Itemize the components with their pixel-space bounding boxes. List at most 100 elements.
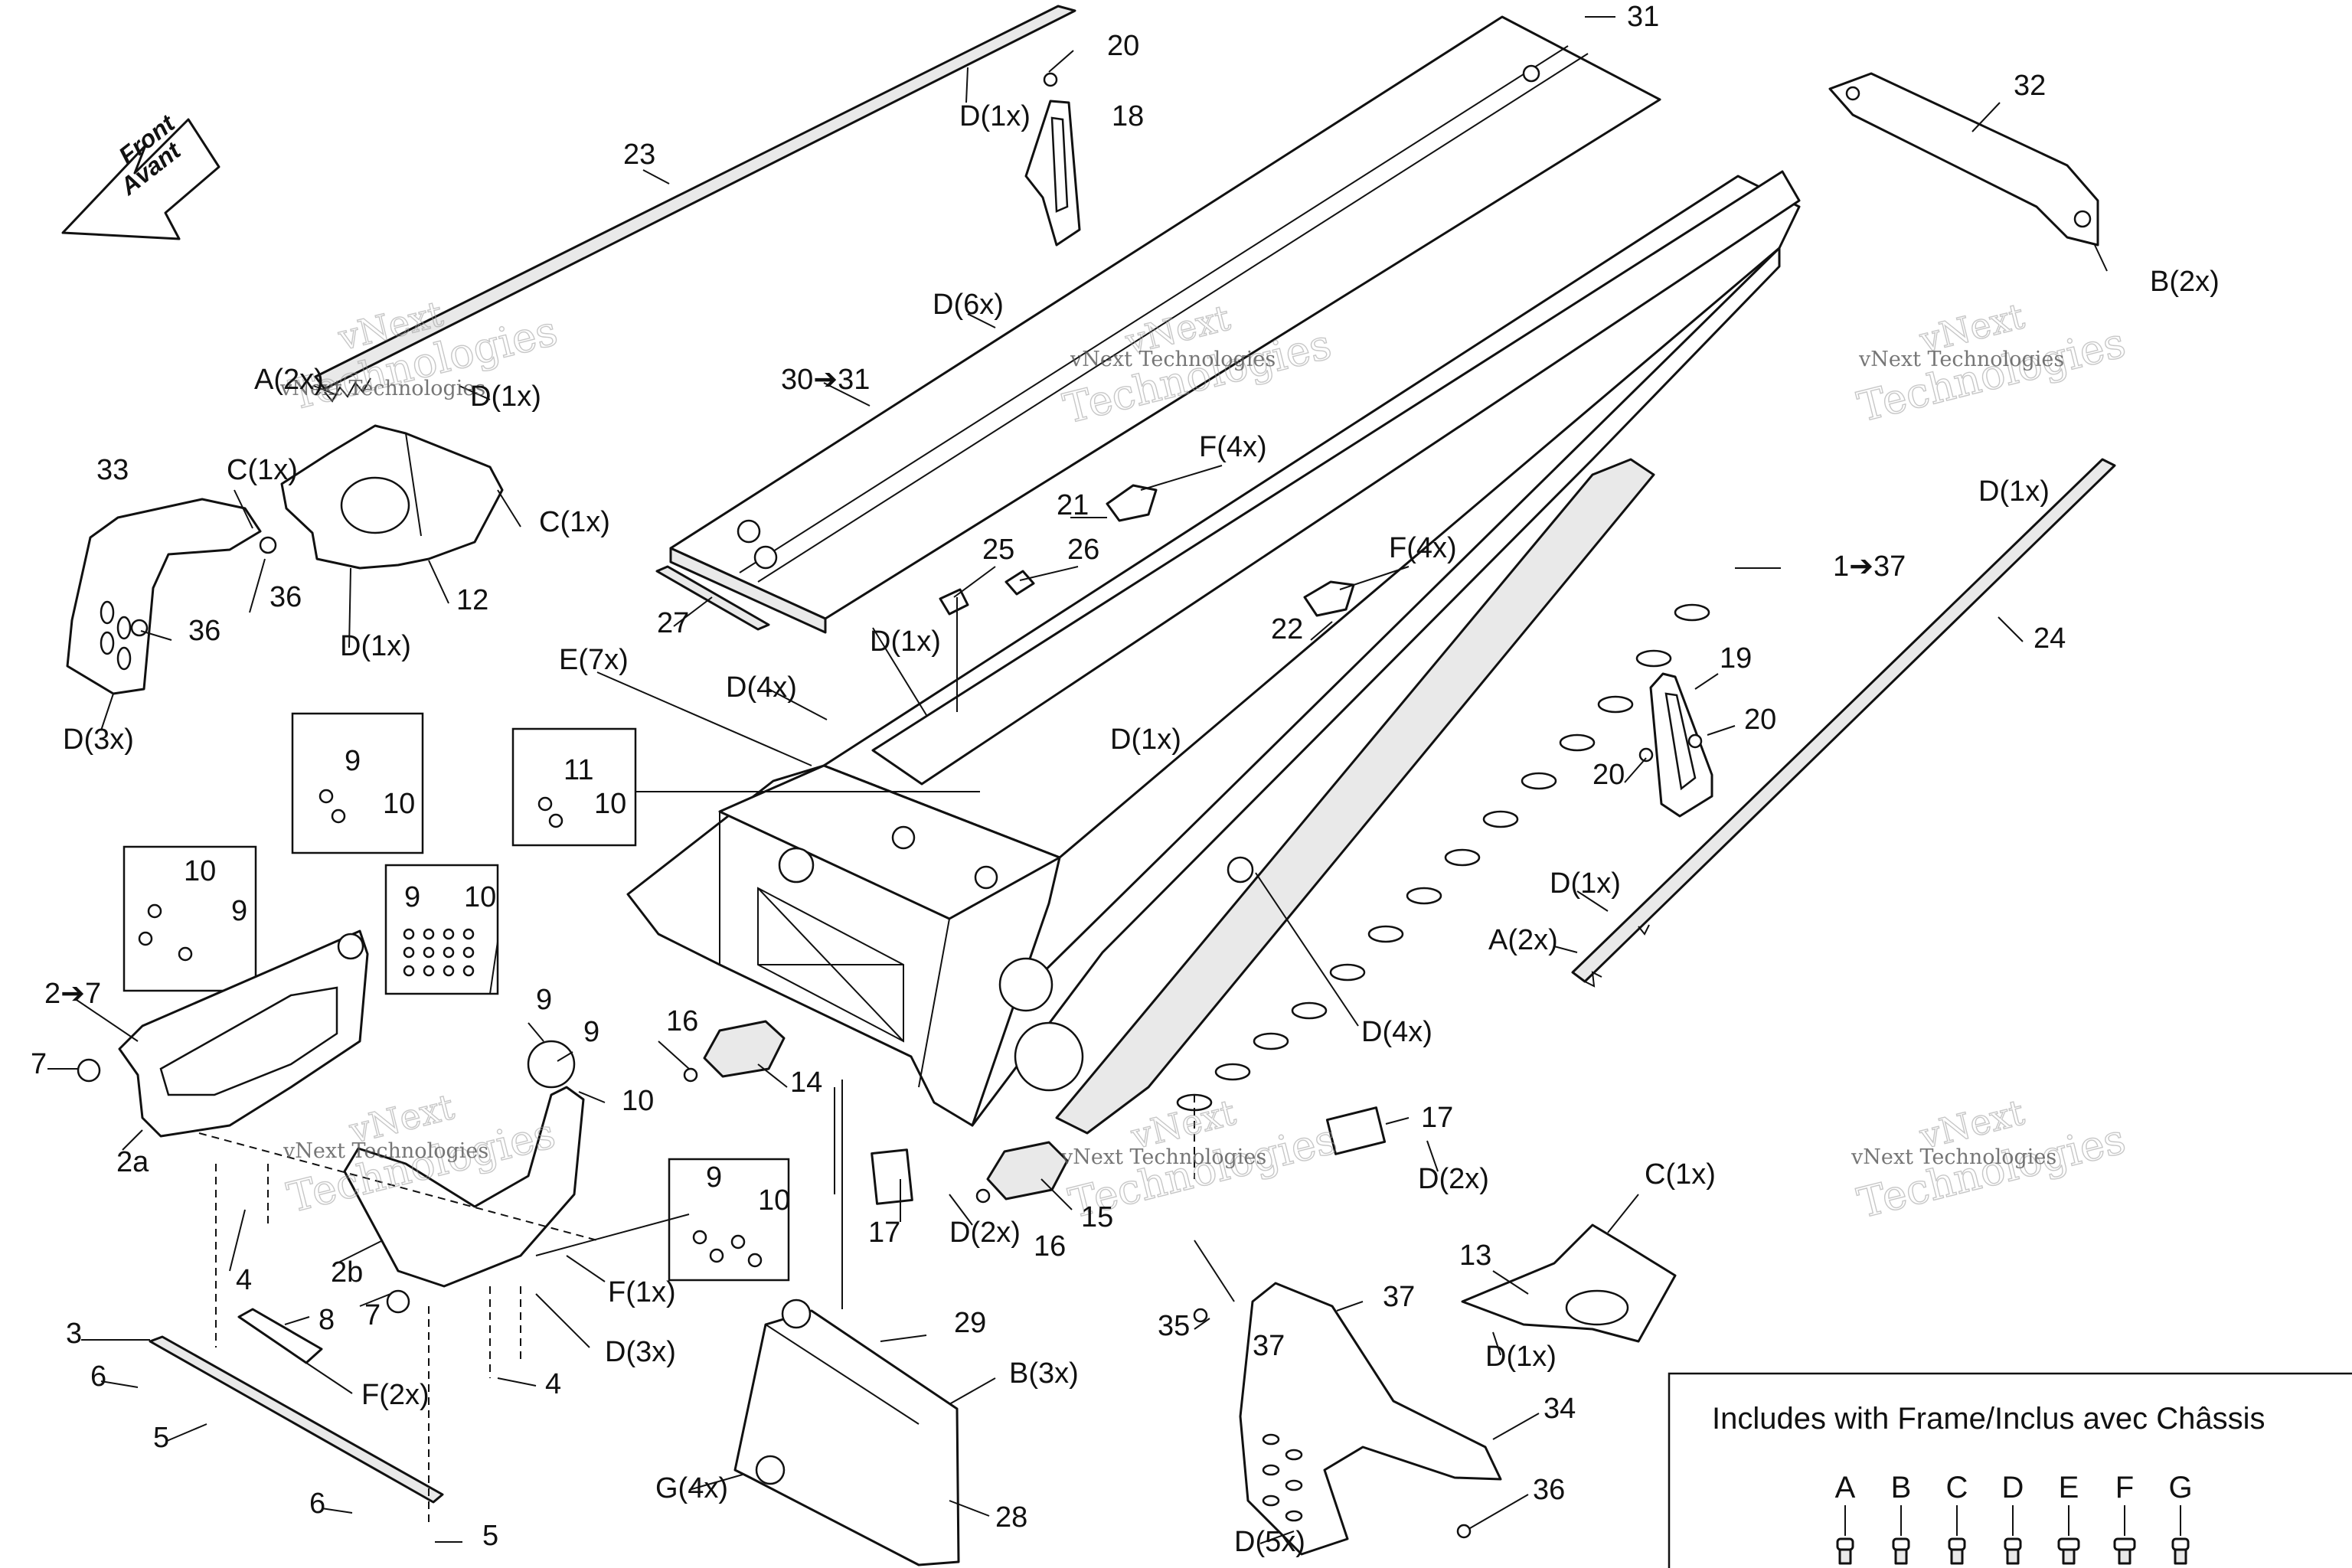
fastener-shank-icon — [2118, 1548, 2132, 1565]
callout-label: 9 — [706, 1161, 722, 1194]
callout-label: 19 — [1720, 642, 1752, 675]
callout-label: 6 — [90, 1361, 106, 1393]
callout-label: D(1x) — [470, 381, 541, 413]
callout-label: 18 — [1112, 100, 1144, 132]
callout-label: 33 — [96, 454, 129, 486]
callout-label: 12 — [456, 584, 488, 616]
callout-label: 17 — [868, 1217, 900, 1249]
callout-label: 10 — [622, 1085, 654, 1117]
dashed-assembly-lines — [198, 1095, 1195, 1524]
fastener-shank-icon — [1838, 1548, 1852, 1565]
callout-label: 21 — [1057, 489, 1089, 521]
callout-label: 25 — [982, 534, 1014, 566]
callout-label: 35 — [1158, 1310, 1190, 1342]
callout-label: 10 — [184, 855, 216, 887]
callout-label: 2➔7 — [44, 978, 101, 1010]
callout-label: D(1x) — [1485, 1341, 1557, 1373]
skid-plate-3 — [149, 1308, 444, 1504]
callout-label: 23 — [623, 139, 655, 171]
callout-label: 31 — [1627, 1, 1659, 33]
bracket-33 — [66, 498, 277, 695]
svg-text:vNext Technologies: vNext Technologies — [1070, 348, 1276, 371]
svg-text:vNext Technologies: vNext Technologies — [1060, 1145, 1266, 1169]
callout-label: D(1x) — [959, 100, 1031, 132]
callout-label: 20 — [1592, 759, 1625, 791]
bracket-33-slots — [100, 600, 132, 671]
heat-exchanger-28 — [733, 1298, 960, 1566]
tunnel-upper-30 — [669, 15, 1661, 634]
callout-label: C(1x) — [1645, 1158, 1716, 1191]
fastener-f-icon — [2113, 1537, 2136, 1551]
callout-label: D(2x) — [1418, 1163, 1489, 1195]
legend-letter: F — [2115, 1471, 2134, 1504]
legend-letter: D — [2002, 1471, 2024, 1504]
callout-label: 30➔31 — [781, 364, 870, 396]
svg-text:vNext Technologies: vNext Technologies — [1858, 348, 2064, 371]
fastener-shank-icon — [2174, 1548, 2187, 1565]
callout-label: 10 — [464, 881, 496, 913]
callout-label: D(4x) — [726, 671, 797, 704]
legend-letter: G — [2168, 1471, 2192, 1504]
legend-letter: C — [1946, 1471, 1968, 1504]
callout-label: 9 — [536, 984, 552, 1016]
callout-label: 10 — [594, 788, 626, 820]
fastener-d-icon — [2004, 1537, 2022, 1551]
callout-label: D(5x) — [1234, 1526, 1305, 1558]
svg-text:vNext Technologies: vNext Technologies — [279, 377, 485, 400]
box-bolt-grid — [403, 928, 475, 977]
callout-label: F(1x) — [608, 1276, 676, 1308]
callout-label: A(2x) — [1488, 924, 1558, 956]
main-frame-1 — [626, 170, 1801, 1135]
callout-label: 14 — [790, 1067, 822, 1099]
callout-label: 20 — [1744, 704, 1776, 736]
front-direction-arrow: Front Avant — [61, 109, 220, 240]
callout-label: 5 — [153, 1422, 169, 1454]
callout-label: 34 — [1544, 1393, 1576, 1425]
fairing-bracket-12 — [280, 424, 504, 570]
legend-title: Includes with Frame/Inclus avec Châssis — [1712, 1402, 2265, 1436]
legend-letter: B — [1891, 1471, 1912, 1504]
bracket-34 — [1193, 1282, 1502, 1556]
callout-label: D(3x) — [63, 724, 134, 756]
callout-label: D(1x) — [1110, 724, 1181, 756]
callout-label: 27 — [657, 607, 689, 639]
callout-label: 4 — [236, 1264, 252, 1296]
callout-label: 36 — [1533, 1474, 1565, 1506]
small-brackets-21-22-25-26 — [939, 484, 1355, 617]
callout-label: D(1x) — [870, 626, 941, 658]
bracket-13 — [1461, 1223, 1677, 1343]
callout-label: 6 — [309, 1488, 325, 1520]
callout-label: 9 — [345, 745, 361, 777]
callout-label: 5 — [482, 1520, 498, 1552]
callout-label: D(1x) — [1978, 475, 2050, 508]
fastener-a-icon — [1836, 1537, 1854, 1551]
callout-label: 20 — [1107, 30, 1139, 62]
fastener-g-icon — [2171, 1537, 2190, 1551]
callout-label: 3 — [66, 1318, 82, 1350]
legend-letter: A — [1835, 1471, 1856, 1504]
callout-label: D(2x) — [949, 1217, 1021, 1249]
callout-label: 16 — [1034, 1230, 1066, 1263]
fastener-shank-icon — [2062, 1548, 2076, 1565]
fastener-c-icon — [1948, 1537, 1966, 1551]
leader-lines — [47, 16, 2108, 1544]
callout-label: 15 — [1081, 1201, 1113, 1233]
svg-text:vNext Technologies: vNext Technologies — [283, 1139, 488, 1163]
callout-label: 36 — [270, 581, 302, 613]
suspension-frame-2a — [77, 929, 369, 1138]
bracket-34-slots — [1262, 1433, 1303, 1522]
running-board-right-24 — [1571, 458, 2116, 988]
callout-label: F(2x) — [361, 1379, 430, 1411]
callout-label: 9 — [231, 895, 247, 927]
fastener-shank-icon — [2006, 1548, 2020, 1565]
bracket-18 — [1024, 72, 1081, 247]
svg-text:vNext Technologies: vNext Technologies — [1851, 1145, 2056, 1169]
callout-label: 24 — [2034, 622, 2066, 655]
callout-label: 7 — [31, 1048, 47, 1080]
callout-labels: 312018D(1x)32B(2x)23D(6x)30➔31A(2x)D(1x)… — [31, 1, 2220, 1558]
callout-label: 37 — [1253, 1330, 1285, 1362]
running-board-left-23 — [314, 5, 1076, 403]
rear-bracket-32 — [1828, 72, 2099, 247]
fastener-shank-icon — [1950, 1548, 1964, 1565]
